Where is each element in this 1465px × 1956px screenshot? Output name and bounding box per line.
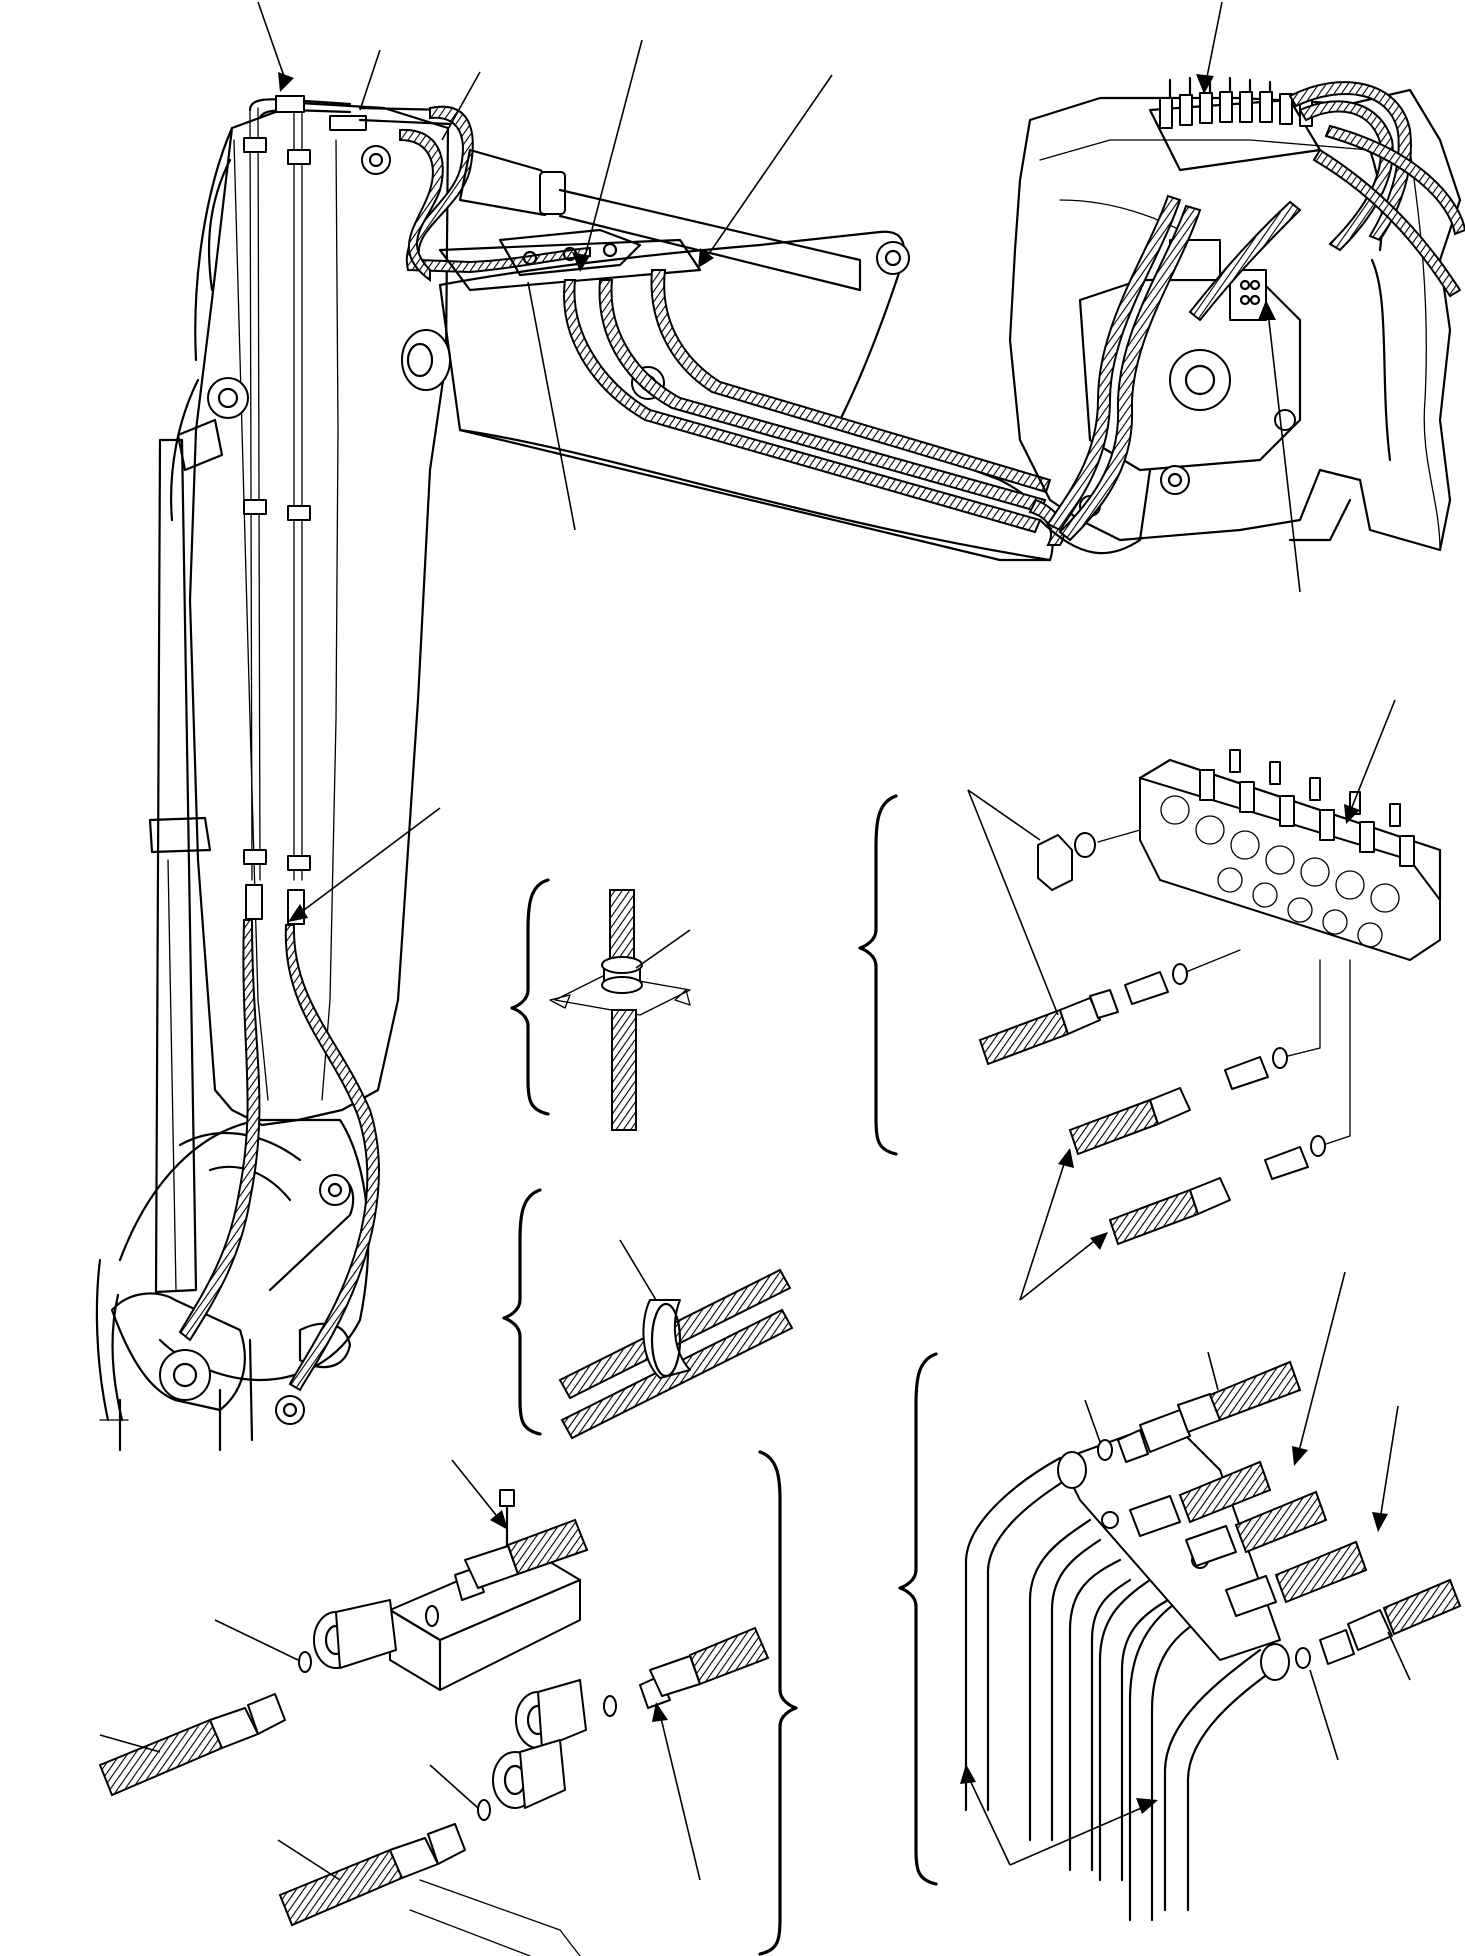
control-valve-top (1148, 76, 1322, 172)
hose-tie-detail (502, 1188, 794, 1440)
pipe-manifold-detail (898, 1271, 1462, 1922)
hose-clamp-detail (510, 878, 691, 1131)
control-valve-detail (858, 699, 1442, 1301)
tee-block-detail (98, 1450, 798, 1956)
callout-leaders-main (257, 1, 1301, 922)
boom-assembly (95, 76, 1465, 1452)
